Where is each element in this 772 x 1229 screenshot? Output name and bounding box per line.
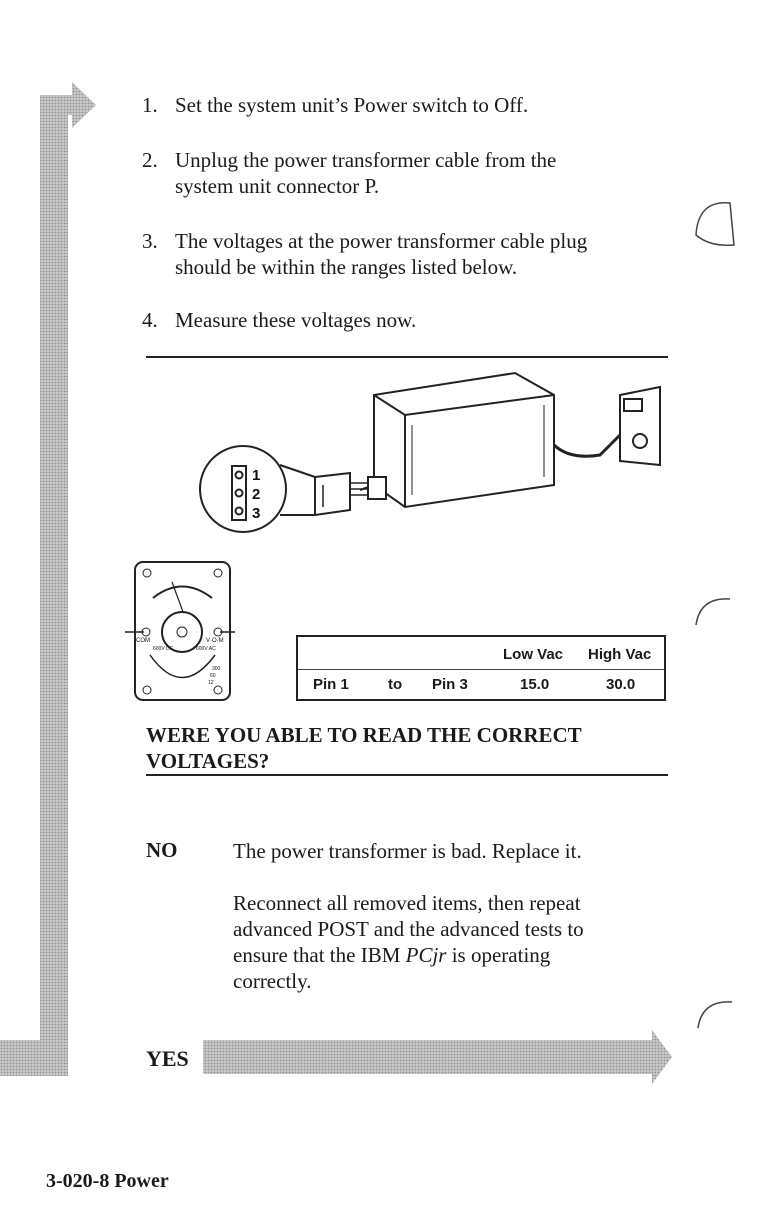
power-transformer-icon — [373, 371, 555, 509]
multimeter-icon: COM V·O·M 600V DC 600V AC 300 60 12 — [125, 561, 235, 701]
step-number: 1. — [142, 93, 158, 117]
entry-arrow — [0, 82, 96, 1070]
no-text-1: The power transformer is bad. Replace it… — [233, 839, 582, 863]
low-value: 15.0 — [520, 676, 550, 693]
to-pin: Pin 3 — [432, 676, 468, 693]
yes-label: YES — [146, 1046, 189, 1071]
header-low-vac: Low Vac — [503, 646, 564, 663]
product-name: PCjr — [405, 943, 447, 967]
pin-label: 3 — [252, 505, 260, 522]
question-heading: WERE YOU ABLE TO READ THE CORRECT VOLTAG… — [146, 723, 582, 773]
left-bar-base — [0, 1040, 68, 1076]
meter-com-label: COM — [136, 638, 150, 644]
punch-hole-icon — [695, 598, 731, 626]
no-text-2-end: is operating correctly. — [233, 943, 551, 993]
no-text-2: Reconnect all removed items, then repeat… — [233, 890, 633, 994]
pin-label: 1 — [252, 467, 260, 484]
no-label: NO — [146, 838, 178, 862]
page-footer: 3-020-8 Power — [46, 1170, 169, 1192]
step-number: 4. — [142, 308, 158, 332]
table-divider — [298, 669, 664, 670]
step-text: Set the system unit’s Power switch to Of… — [175, 93, 529, 117]
pin-callout — [199, 445, 316, 533]
to-word: to — [388, 676, 403, 693]
step-text: Measure these voltages now. — [175, 308, 417, 332]
question-rule — [146, 774, 668, 776]
meter-range-label: 300 — [212, 666, 221, 672]
wall-outlet-icon — [619, 385, 661, 467]
step-text: Unplug the power transformer cable from … — [175, 148, 557, 198]
no-text-2-main: Reconnect all removed items, then repeat… — [233, 891, 584, 967]
header-high-vac: High Vac — [588, 646, 652, 663]
meter-dc-label: 600V DC — [153, 646, 174, 652]
step-text: The voltages at the power transformer ca… — [175, 229, 588, 279]
voltage-table: Low Vac High Vac Pin 1 to Pin 3 15.0 30.… — [296, 635, 666, 701]
punch-hole-icon — [695, 202, 735, 247]
meter-range-label: 12 — [208, 680, 214, 686]
transformer-figure: 1 2 3 — [199, 371, 661, 533]
yes-arrow — [203, 1030, 672, 1084]
step-number: 3. — [142, 229, 158, 253]
from-pin: Pin 1 — [313, 676, 349, 693]
meter-vom-label: V·O·M — [206, 638, 224, 644]
cable-plug-icon — [314, 471, 387, 517]
high-value: 30.0 — [606, 676, 636, 693]
meter-ac-label: 600V AC — [196, 646, 216, 652]
step-number: 2. — [142, 148, 158, 172]
meter-range-label: 60 — [210, 673, 216, 679]
punch-hole-icon — [697, 1001, 733, 1029]
section-rule — [146, 356, 668, 358]
pin-label: 2 — [252, 486, 260, 503]
